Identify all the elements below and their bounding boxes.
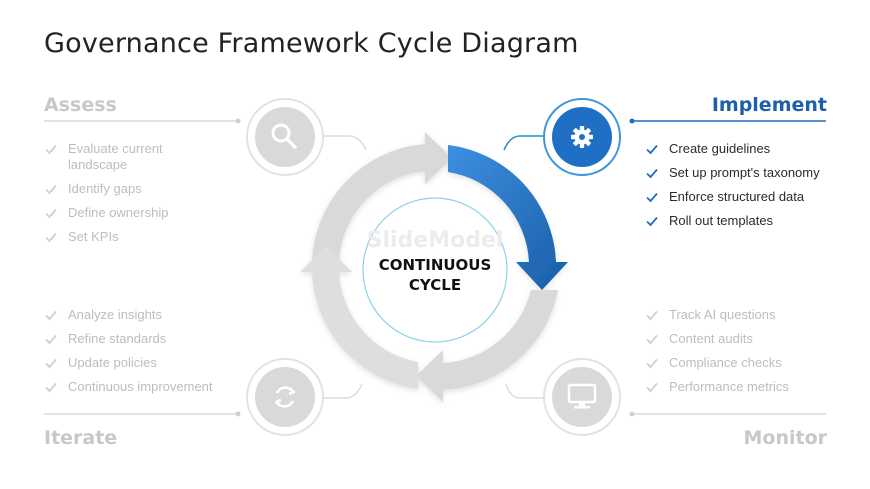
check-icon (646, 168, 658, 179)
center-label-line-1: CONTINUOUS (379, 256, 492, 274)
list-item: Create guidelines (645, 141, 855, 157)
list-item: Performance metrics (645, 379, 855, 395)
implement-connector (503, 135, 548, 151)
list-item: Identify gaps (44, 181, 234, 197)
list-item: Compliance checks (645, 355, 855, 371)
list-item: Track AI questions (645, 307, 855, 323)
check-icon (45, 382, 57, 393)
check-icon (646, 358, 658, 369)
monitor-title: Monitor (743, 427, 827, 449)
check-icon (45, 144, 57, 155)
list-item: Evaluate current (44, 141, 234, 157)
assess-title: Assess (44, 94, 117, 116)
monitor-icon (567, 383, 597, 409)
iterate-title: Iterate (44, 427, 118, 449)
magnifier-icon (271, 123, 297, 149)
iterate-connector (318, 383, 363, 399)
arrow-iterate-to-assess (300, 246, 418, 389)
check-icon (45, 184, 57, 195)
monitor-connector (505, 383, 548, 399)
check-icon (646, 144, 658, 155)
list-item: Set KPIs (44, 229, 234, 245)
implement-title: Implement (711, 94, 827, 116)
check-icon (646, 334, 658, 345)
list-item: Continuous improvement (44, 379, 254, 395)
list-item: Refine standards (44, 331, 254, 347)
assess-list: Evaluate current landscape Identify gaps… (44, 141, 234, 253)
refresh-icon (274, 386, 296, 408)
iterate-list: Analyze insights Refine standards Update… (44, 307, 254, 403)
list-item: landscape (68, 157, 128, 172)
check-icon (646, 382, 658, 393)
list-item: Define ownership (44, 205, 234, 221)
list-item: Analyze insights (44, 307, 254, 323)
monitor-icon-circle (543, 358, 621, 436)
list-item: Content audits (645, 331, 855, 347)
implement-icon-circle (543, 98, 621, 176)
check-icon (45, 208, 57, 219)
arrow-implement-to-monitor (448, 145, 568, 290)
check-icon (45, 334, 57, 345)
list-item: Enforce structured data (645, 189, 855, 205)
check-icon (45, 232, 57, 243)
check-icon (45, 358, 57, 369)
check-icon (646, 216, 658, 227)
center-label-line-2: CYCLE (409, 276, 461, 294)
arrow-monitor-to-iterate (416, 290, 558, 402)
arrow-assess-to-implement (312, 132, 452, 262)
check-icon (646, 310, 658, 321)
list-item: Update policies (44, 355, 254, 371)
list-item: Roll out templates (645, 213, 855, 229)
list-item: Set up prompt's taxonomy (645, 165, 855, 181)
check-icon (646, 192, 658, 203)
monitor-list: Track AI questions Content audits Compli… (645, 307, 855, 403)
implement-list: Create guidelines Set up prompt's taxono… (645, 141, 855, 237)
check-icon (45, 310, 57, 321)
watermark: SlideModel (367, 228, 504, 253)
assess-icon-circle (246, 98, 324, 176)
page-title: Governance Framework Cycle Diagram (44, 28, 579, 59)
iterate-icon-circle (246, 358, 324, 436)
center-circle (362, 197, 508, 343)
gear-icon (571, 126, 593, 148)
assess-connector (318, 135, 367, 151)
